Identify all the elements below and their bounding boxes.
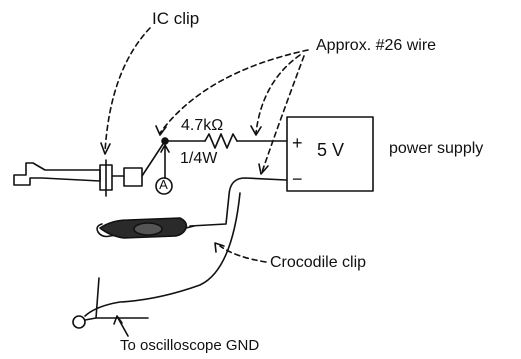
croc-leader-arrow [214, 242, 225, 253]
ic-clip-label: IC clip [152, 9, 200, 28]
croc-leader [219, 245, 267, 263]
power-supply-box [286, 116, 374, 192]
resistor-power-label: 1/4W [180, 150, 218, 167]
ground-ring [72, 315, 86, 329]
wire-leader-3 [261, 55, 305, 173]
wire-leader-2 [255, 54, 301, 134]
ground-leader-arrow [113, 315, 123, 325]
wire-label: Approx. #26 wire [316, 37, 437, 54]
ic-clip-leader [104, 27, 151, 153]
ground-post [95, 277, 149, 319]
plus-terminal-label: + [292, 133, 303, 153]
voltage-label: 5 V [317, 140, 345, 160]
wire-leader-1-arrow [155, 125, 167, 136]
point-a-label: A [159, 177, 168, 192]
ic-clip-leader-arrow [100, 142, 111, 155]
power-supply-label: power supply [389, 140, 484, 157]
wire-leader-3-arrow [258, 163, 269, 175]
crocodile-clip [96, 217, 195, 239]
wire-leader-1 [159, 49, 309, 134]
crocodile-clip-label: Crocodile clip [270, 254, 367, 271]
point-a-arrow [160, 144, 170, 153]
wire-to-ground [84, 192, 241, 317]
wire-minus-to-croc [189, 177, 287, 227]
resistor-symbol [204, 133, 238, 149]
ground-label: To oscilloscope GND [120, 337, 260, 354]
point-a-dot [161, 137, 169, 145]
minus-terminal-label: − [292, 169, 303, 189]
ic-clip [13, 159, 143, 197]
ground-ring-stem [84, 317, 97, 321]
wire-leader-2-arrow [250, 125, 262, 136]
point-a-circle [155, 177, 173, 195]
resistor-value-label: 4.7kΩ [181, 117, 224, 134]
